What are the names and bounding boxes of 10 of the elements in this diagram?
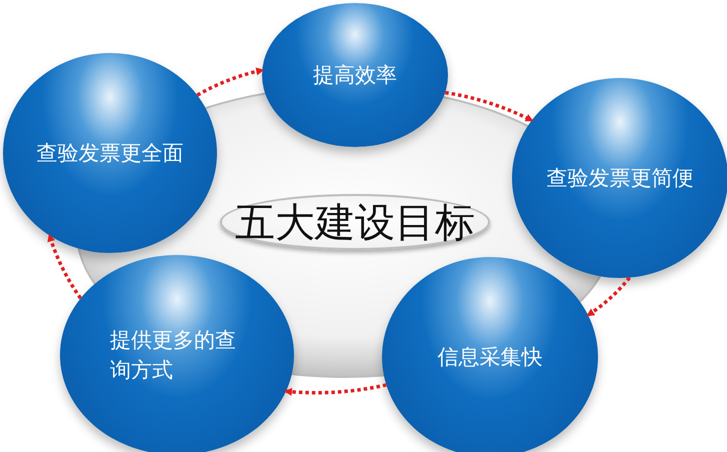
goal-circle: 信息采集快 (382, 257, 598, 452)
goal-circle: 提高效率 (262, 3, 448, 147)
goal-circle: 查验发票更全面 (3, 53, 217, 253)
goal-circle: 提供更多的查询方式 (60, 255, 294, 452)
arrow (48, 234, 82, 300)
arrow (444, 90, 534, 122)
arrow (284, 383, 387, 396)
arrow (196, 68, 264, 97)
goal-circle: 查验发票更简便 (512, 78, 727, 278)
arrow (586, 276, 631, 317)
